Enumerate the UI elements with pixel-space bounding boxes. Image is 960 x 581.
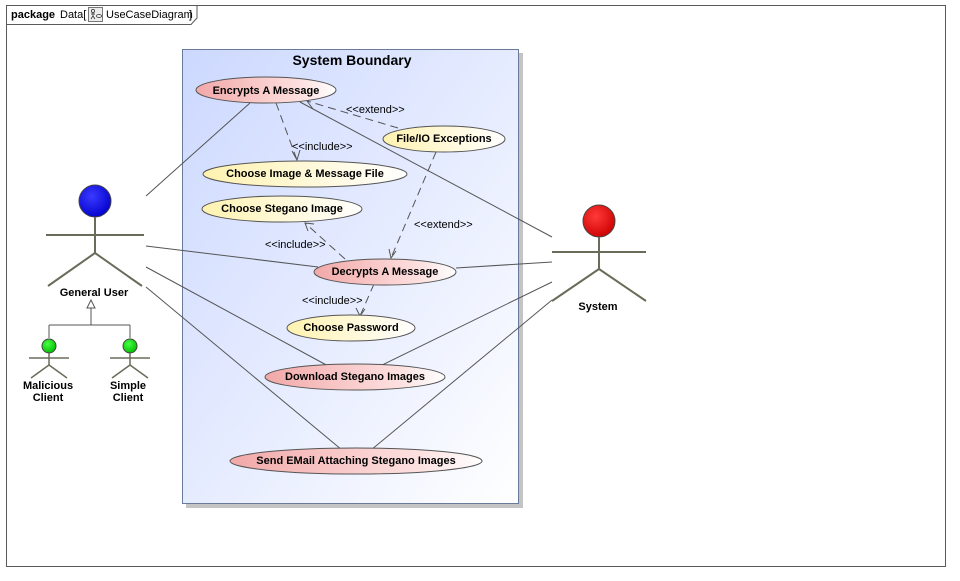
frame-closing: ] [189,9,192,21]
usecase-choose-stegano-image[interactable]: Choose Stegano Image [201,195,363,223]
actor-simple-client[interactable]: Simple Client [110,338,150,404]
usecase-decrypt[interactable]: Decrypts A Message [313,258,457,286]
frame-diagram-type: UseCaseDiagram [106,9,193,21]
associations [145,101,553,451]
assoc-user-email[interactable] [145,286,343,451]
assoc-system-encrypt[interactable] [299,101,553,238]
include-encrypt-chooseimage[interactable] [275,102,298,161]
usecase-send-email-label: Send EMail Attaching Stegano Images [256,455,455,467]
label-extend-1: <<extend>> [346,104,405,116]
system-name: System [578,301,617,313]
simple-client-name-1: Simple [110,380,146,392]
extend-fileio-decrypt[interactable] [390,151,437,259]
assoc-user-encrypt[interactable] [145,102,251,197]
extend-fileio-encrypt[interactable] [306,100,399,129]
label-include-2: <<include>> [265,239,326,251]
malicious-client-head [41,338,57,354]
include-decrypt-password[interactable] [359,283,375,317]
assoc-system-email[interactable] [370,299,553,451]
usecase-download-stegano[interactable]: Download Stegano Images [264,363,446,391]
usecase-encrypt[interactable]: Encrypts A Message [195,76,337,104]
malicious-client-name-1: Malicious [23,380,73,392]
usecase-diagram-icon [88,7,103,22]
assoc-user-decrypt[interactable] [145,245,319,268]
usecase-encrypt-label: Encrypts A Message [213,85,320,97]
arrowhead [291,149,301,162]
actor-system[interactable]: System [551,204,647,313]
boundary-title: System Boundary [292,52,411,68]
usecase-choose-image-message-label: Choose Image & Message File [226,168,384,180]
usecase-file-io-exceptions[interactable]: File/IO Exceptions [382,125,506,153]
assoc-user-download[interactable] [145,266,331,368]
frame-name: Data[ [60,9,86,21]
assoc-system-download[interactable] [379,281,553,367]
simple-client-name-2: Client [113,392,144,404]
include-decrypt-stegano[interactable] [304,222,346,260]
usecase-decrypt-label: Decrypts A Message [332,266,439,278]
usecase-choose-stegano-label: Choose Stegano Image [221,203,343,215]
simple-client-head [122,338,138,354]
frame-keyword: package [11,9,55,21]
label-include-3: <<include>> [302,295,363,307]
usecase-send-email[interactable]: Send EMail Attaching Stegano Images [229,447,483,475]
system-head [582,204,616,238]
usecase-choose-image-message[interactable]: Choose Image & Message File [202,160,408,188]
malicious-client-name-2: Client [33,392,64,404]
system-boundary[interactable]: System Boundary [182,49,524,509]
general-user-name: General User [60,287,129,299]
usecase-choose-password[interactable]: Choose Password [286,314,416,342]
general-user-head [78,184,112,218]
arrowhead [304,222,315,232]
actor-general-user[interactable]: General User [46,184,144,299]
arrowhead [388,248,397,260]
label-extend-2: <<extend>> [414,219,473,231]
usecase-download-label: Download Stegano Images [285,371,425,383]
actor-malicious-client[interactable]: Malicious Client [23,338,73,404]
dependencies [275,100,437,317]
usecase-choose-password-label: Choose Password [303,322,398,334]
generalization[interactable] [48,298,131,338]
label-include-1: <<include>> [292,141,353,153]
assoc-system-decrypt[interactable] [455,261,553,269]
usecase-file-io-label: File/IO Exceptions [396,133,491,145]
